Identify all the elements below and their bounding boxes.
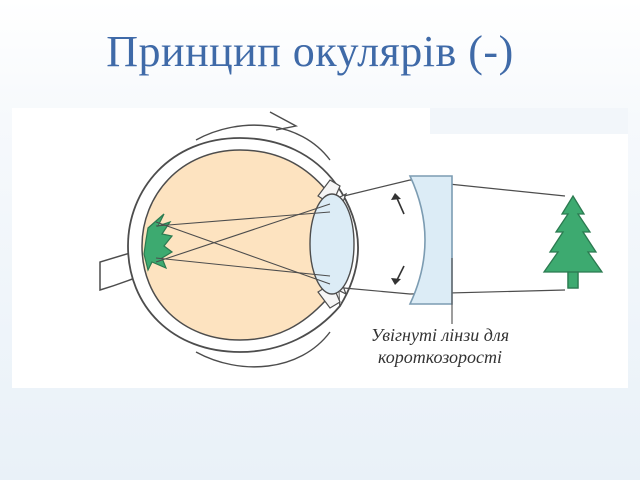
concave-lens — [408, 175, 453, 305]
eye-lens — [309, 193, 355, 295]
slide-title: Принцип окулярів (-) — [106, 27, 514, 76]
ray-inner-1 — [155, 203, 331, 263]
arrow-up-head — [391, 193, 401, 200]
panel-corner — [430, 108, 628, 134]
ray-top-diverged — [343, 179, 411, 197]
lens-caption-line-2: короткозорості — [377, 347, 502, 367]
eye-muscle-top-2 — [269, 111, 299, 131]
vitreous-body — [141, 149, 327, 341]
arrow-down-head — [391, 278, 401, 285]
ray-bottom-diverged — [343, 287, 411, 295]
ray-inner-4 — [155, 257, 331, 277]
lens-caption-line-1: Увігнуті лінзи для — [370, 325, 510, 345]
ray-inner-2 — [155, 221, 331, 285]
ray-inner-3 — [155, 211, 331, 227]
lens-caption: Увігнуті лінзи для короткозорості — [320, 324, 560, 368]
eye-muscle-top — [195, 124, 331, 161]
tree-trunk — [567, 271, 579, 289]
eye-muscle-bottom — [195, 331, 331, 368]
